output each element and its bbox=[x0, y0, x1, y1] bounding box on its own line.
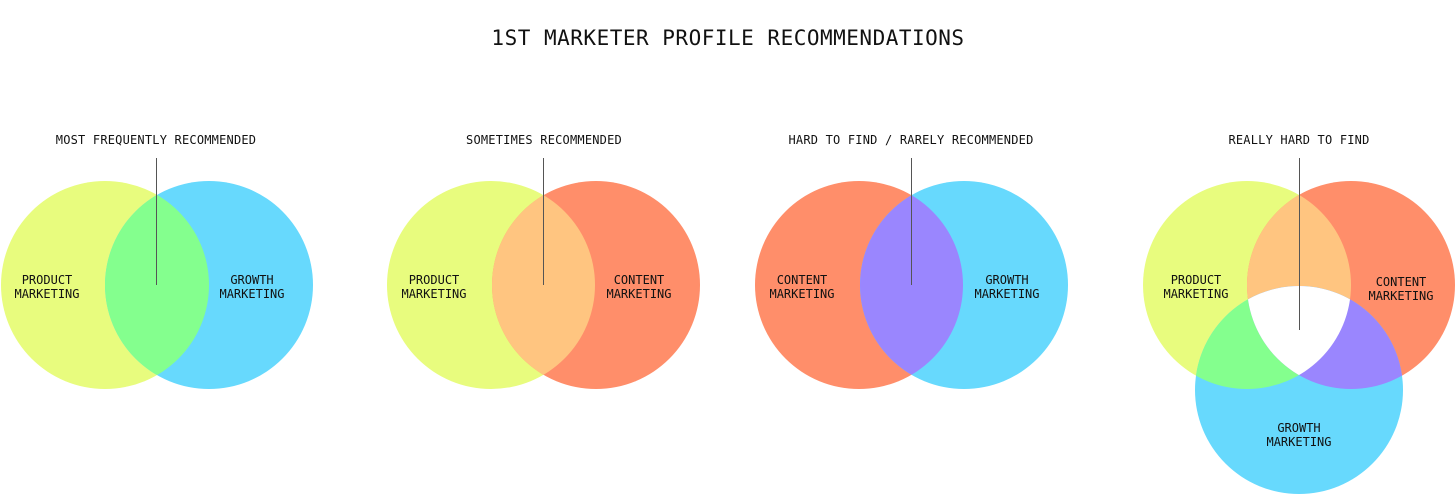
venn-sometimes: SOMETIMES RECOMMENDED PRODUCT MARKETING … bbox=[387, 133, 700, 389]
diagram-caption: SOMETIMES RECOMMENDED bbox=[466, 133, 622, 147]
label-left-line2: MARKETING bbox=[14, 287, 79, 301]
label-right-line1: GROWTH bbox=[230, 273, 273, 287]
label-right-line1: CONTENT bbox=[1376, 275, 1427, 289]
label-bottom-line2: MARKETING bbox=[1266, 435, 1331, 449]
label-left-line1: PRODUCT bbox=[409, 273, 460, 287]
label-left-line2: MARKETING bbox=[769, 287, 834, 301]
label-left-line1: PRODUCT bbox=[22, 273, 73, 287]
overlap-content-growth bbox=[1247, 286, 1403, 389]
label-bottom-line1: GROWTH bbox=[1277, 421, 1320, 435]
label-right-line2: MARKETING bbox=[974, 287, 1039, 301]
label-right-line2: MARKETING bbox=[1368, 289, 1433, 303]
diagram-caption: REALLY HARD TO FIND bbox=[1228, 133, 1369, 147]
venn-really-hard-to-find: REALLY HARD TO FIND PRODUCT MARKETING CO… bbox=[1143, 133, 1455, 494]
label-right-line1: GROWTH bbox=[985, 273, 1028, 287]
label-right-line1: CONTENT bbox=[614, 273, 665, 287]
label-right-line2: MARKETING bbox=[219, 287, 284, 301]
label-left-line2: MARKETING bbox=[1163, 287, 1228, 301]
diagram-caption: MOST FREQUENTLY RECOMMENDED bbox=[56, 133, 256, 147]
page-title: 1ST MARKETER PROFILE RECOMMENDATIONS bbox=[491, 26, 964, 50]
overlap-product-growth bbox=[1195, 286, 1351, 389]
venn-most-frequent: MOST FREQUENTLY RECOMMENDED PRODUCT MARK… bbox=[1, 133, 313, 389]
label-left-line1: PRODUCT bbox=[1171, 273, 1222, 287]
venn-hard-to-find: HARD TO FIND / RARELY RECOMMENDED CONTEN… bbox=[755, 133, 1068, 389]
label-left-line2: MARKETING bbox=[401, 287, 466, 301]
label-right-line2: MARKETING bbox=[606, 287, 671, 301]
label-left-line1: CONTENT bbox=[777, 273, 828, 287]
diagram-caption: HARD TO FIND / RARELY RECOMMENDED bbox=[788, 133, 1033, 147]
